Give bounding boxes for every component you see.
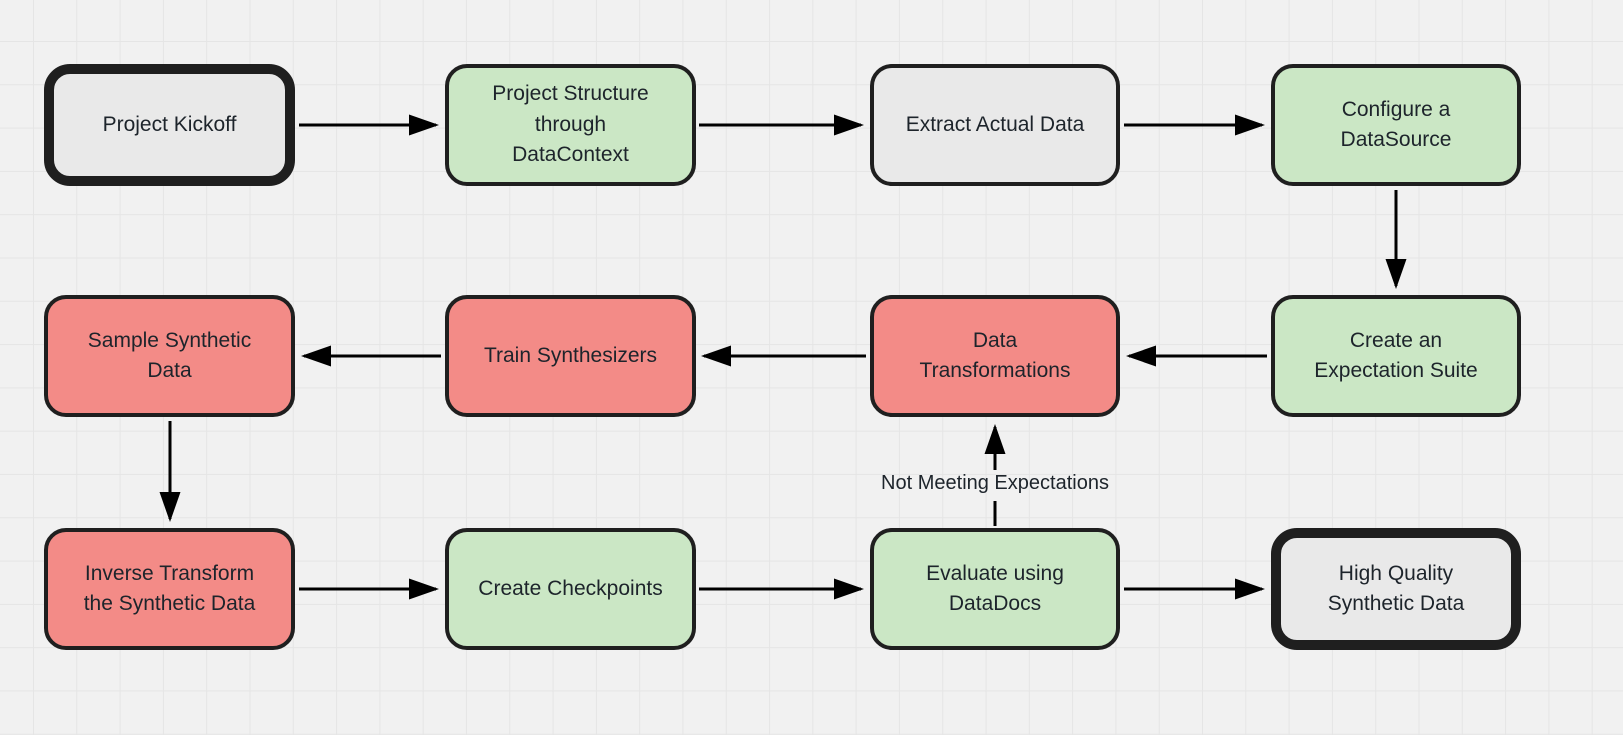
node-label: Sample Synthetic Data <box>87 328 252 382</box>
node-create-expectation-suite[interactable]: Create an Expectation Suite <box>1271 295 1521 417</box>
node-evaluate-datadocs[interactable]: Evaluate using DataDocs <box>870 528 1120 650</box>
node-label: Project Kickoff <box>102 112 237 136</box>
node-label: Train Synthesizers <box>483 343 658 367</box>
node-project-kickoff[interactable]: Project Kickoff <box>44 64 295 186</box>
node-project-structure[interactable]: Project Structure through DataContext <box>445 64 696 186</box>
node-label: Create Checkpoints <box>478 576 663 600</box>
node-label: Extract Actual Data <box>905 112 1085 136</box>
node-extract-actual-data[interactable]: Extract Actual Data <box>870 64 1120 186</box>
node-create-checkpoints[interactable]: Create Checkpoints <box>445 528 696 650</box>
node-sample-synthetic-data[interactable]: Sample Synthetic Data <box>44 295 295 417</box>
node-high-quality-synthetic[interactable]: High Quality Synthetic Data <box>1271 528 1521 650</box>
node-configure-datasource[interactable]: Configure a DataSource <box>1271 64 1521 186</box>
node-label: Data Transformations <box>919 328 1071 382</box>
node-inverse-transform[interactable]: Inverse Transform the Synthetic Data <box>44 528 295 650</box>
node-label: High Quality Synthetic Data <box>1327 561 1465 615</box>
node-data-transformations[interactable]: Data Transformations <box>870 295 1120 417</box>
node-train-synthesizers[interactable]: Train Synthesizers <box>445 295 696 417</box>
node-label: Evaluate using DataDocs <box>926 561 1064 615</box>
edge-label-not-meeting-expectations: Not Meeting Expectations <box>881 472 1109 494</box>
node-label: Project Structure through DataContext <box>492 82 649 167</box>
node-label: Create an Expectation Suite <box>1314 328 1478 382</box>
node-label: Inverse Transform the Synthetic Data <box>83 561 256 615</box>
node-label: Configure a DataSource <box>1340 97 1452 151</box>
